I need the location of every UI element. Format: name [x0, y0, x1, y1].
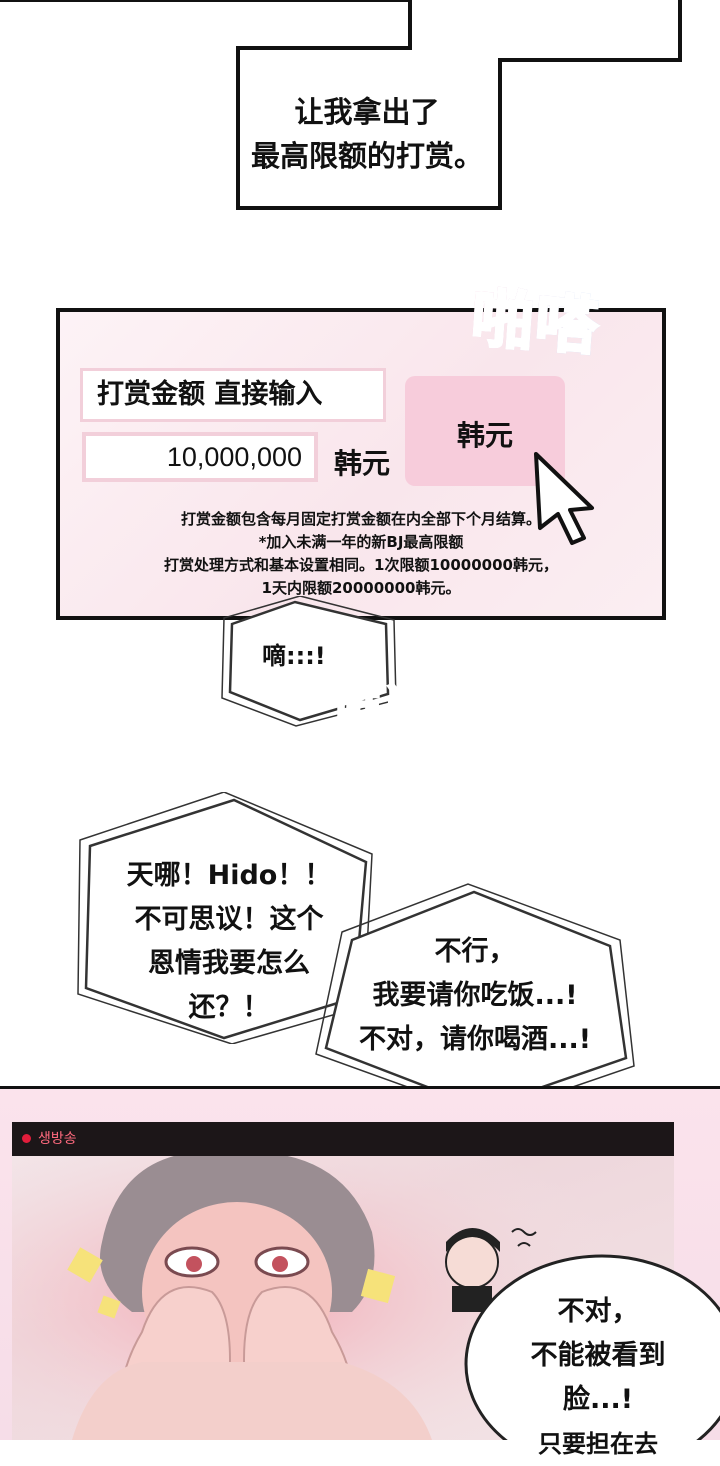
- left-bubble-line: 还？！: [188, 992, 270, 1023]
- donation-field-label: 打赏金额 直接输入: [80, 368, 386, 422]
- sfx-click: 啪嗒: [468, 268, 604, 367]
- donation-note: 打赏金额包含每月固定打赏金额在内全部下个月结算。: [180, 510, 541, 528]
- donation-amount-input[interactable]: 10,000,000: [82, 432, 318, 482]
- left-bubble-line: 恩情我要怎么: [148, 948, 310, 979]
- stream-title-bar: 생방송: [12, 1122, 674, 1156]
- live-label: 생방송: [38, 1131, 77, 1147]
- bottom-bubble-line: 不能被看到: [530, 1340, 666, 1371]
- donation-note: *加入未满一年的新BJ最高限额: [258, 533, 464, 551]
- right-bubble-line: 不行，: [434, 936, 516, 967]
- live-dot-icon: [22, 1134, 31, 1143]
- cursor-icon: [534, 452, 594, 545]
- small-bubble-text: 嘀:::!: [262, 642, 326, 670]
- bottom-speech-bubble: [464, 1254, 720, 1440]
- narration-text: 让我拿出了 最高限额的打赏。: [236, 90, 498, 178]
- left-bubble-line: 天哪！Hido！！: [126, 860, 332, 891]
- narration-frame: [0, 0, 682, 210]
- right-bubble-line: 我要请你吃饭...!: [372, 980, 578, 1011]
- narration-line-2: 最高限额的打赏。: [250, 139, 483, 173]
- donation-note: 1天内限额20000000韩元。: [261, 579, 461, 597]
- small-speech-bubble: [221, 596, 397, 727]
- donation-note: 打赏处理方式和基本设置相同。1次限额10000000韩元，: [164, 556, 558, 574]
- stream-illustration: [12, 1122, 674, 1440]
- left-bubble-line: 不可思议！这个: [134, 904, 324, 935]
- narration-line-1: 让我拿出了: [294, 95, 440, 129]
- donation-panel: 打赏金额 直接输入 10,000,000 韩元 韩元 打赏金额包含每月固定打赏金…: [56, 308, 666, 620]
- bottom-bubble-line: 脸...!: [562, 1384, 634, 1415]
- bottom-bubble-line: 只要担在去: [538, 1430, 658, 1458]
- bottom-bubble-text: 不对， 不能被看到 脸...! 只要担在去: [488, 1290, 708, 1466]
- bottom-bubble-line: 不对，: [557, 1296, 639, 1327]
- right-bubble-line: 不对，请你喝酒...!: [358, 1024, 592, 1055]
- donation-unit-label: 韩元: [334, 447, 391, 480]
- right-speech-bubble: [315, 883, 635, 1117]
- left-bubble-text: 天哪！Hido！！ 不可思议！这个 恩情我要怎么 还？！: [96, 854, 362, 1030]
- donation-notes: 打赏金额包含每月固定打赏金额在内全部下个月结算。 *加入未满一年的新BJ最高限额…: [60, 508, 662, 600]
- sfx-clang: 哐当当: [335, 678, 480, 735]
- right-bubble-text: 不行， 我要请你吃饭...! 不对，请你喝酒...!: [330, 930, 620, 1062]
